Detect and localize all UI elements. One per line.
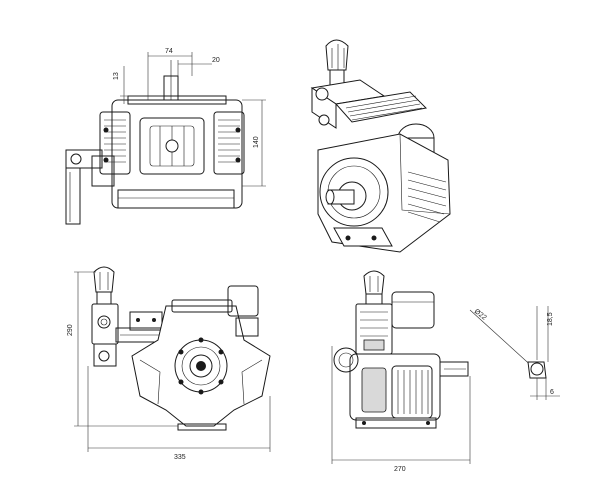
dim-6-label: 6 bbox=[550, 389, 554, 396]
dim-270-label: 270 bbox=[394, 466, 406, 473]
shaft-detail-view: Ø22 18,5 6 bbox=[469, 306, 560, 400]
dim-13-label: 13 bbox=[113, 72, 120, 80]
dim-18-5-label: 18,5 bbox=[547, 312, 554, 326]
dim-140-label: 140 bbox=[253, 136, 260, 148]
front-dims: 290 335 bbox=[67, 271, 271, 461]
isometric-view bbox=[310, 39, 451, 253]
left-cylinder bbox=[99, 111, 131, 175]
front-view: 290 335 bbox=[67, 266, 271, 461]
dim-diameter-22-label: Ø22 bbox=[473, 308, 488, 322]
side-dims: 270 bbox=[331, 346, 471, 473]
dim-290-label: 290 bbox=[67, 324, 74, 336]
dim-20-label: 20 bbox=[212, 57, 220, 64]
top-view: 74 20 13 140 bbox=[65, 48, 266, 225]
dim-74-label: 74 bbox=[165, 48, 173, 55]
dim-335-label: 335 bbox=[174, 454, 186, 461]
right-cylinder bbox=[213, 111, 245, 175]
top-dims: 74 20 13 140 bbox=[113, 48, 266, 187]
side-view: 270 bbox=[331, 270, 471, 473]
